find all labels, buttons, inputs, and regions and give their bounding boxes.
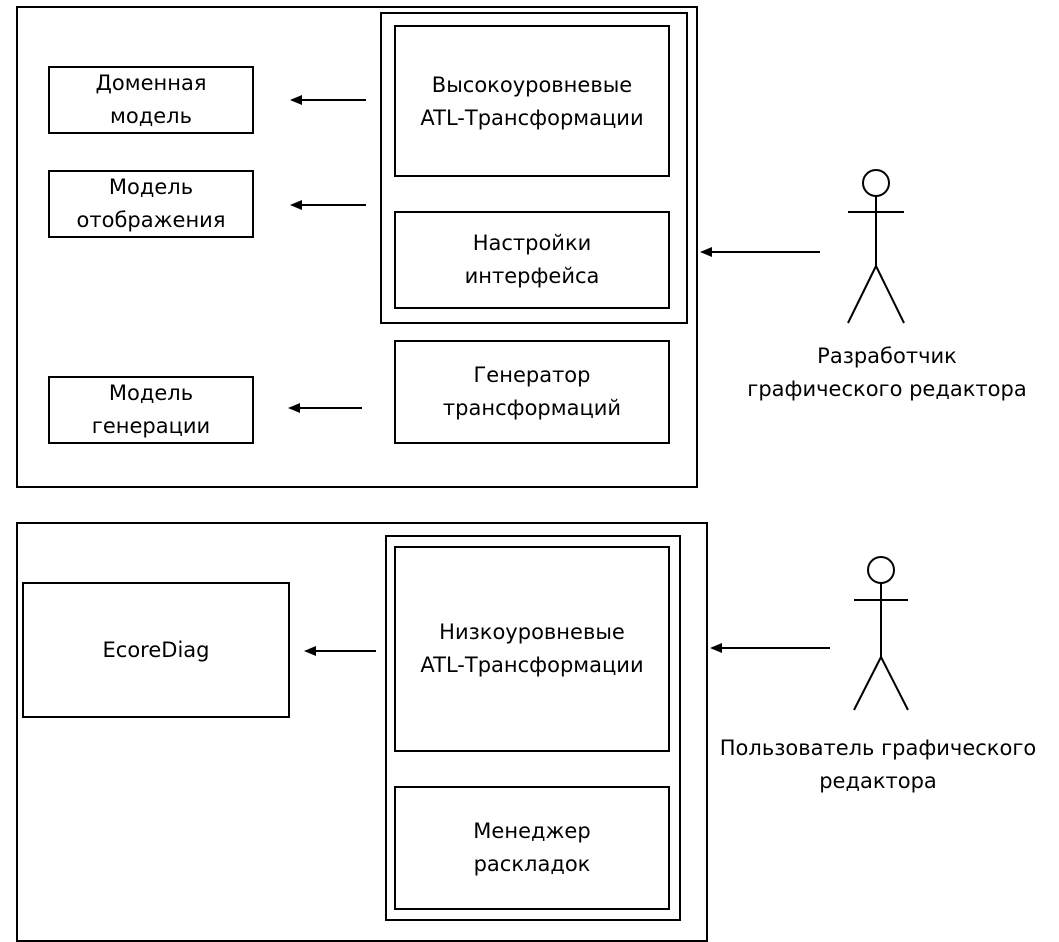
interface-settings-box: Настройки интерфейса [394, 211, 670, 309]
developer-actor-icon [847, 169, 905, 324]
layout-manager-box: Менеджер раскладок [394, 786, 670, 910]
user-actor-icon [853, 556, 909, 711]
layout-manager-label: Менеджер раскладок [473, 819, 591, 876]
domain-model-box: Доменная модель [48, 66, 254, 134]
display-model-label: Модель отображения [76, 175, 226, 232]
generation-model-label: Модель генерации [91, 381, 211, 438]
developer-actor-label: Разработчик графического редактора [747, 344, 1027, 401]
transform-generator-box: Генератор трансформаций [394, 340, 670, 444]
display-model-box: Модель отображения [48, 170, 254, 238]
high-level-atl-box: Высокоуровневые ATL-Трансформации [394, 25, 670, 177]
high-level-atl-label: Высокоуровневые ATL-Трансформации [420, 73, 644, 130]
user-actor-label: Пользователь графического редактора [719, 736, 1037, 793]
interface-settings-label: Настройки интерфейса [464, 231, 600, 288]
ecorediag-label: EcoreDiag [102, 638, 210, 662]
low-level-atl-box: Низкоуровневые ATL-Трансформации [394, 546, 670, 752]
low-level-atl-label: Низкоуровневые ATL-Трансформации [420, 620, 644, 677]
generation-model-box: Модель генерации [48, 376, 254, 444]
domain-model-label: Доменная модель [95, 71, 207, 128]
ecorediag-box: EcoreDiag [22, 582, 290, 718]
transform-generator-label: Генератор трансформаций [442, 363, 622, 420]
